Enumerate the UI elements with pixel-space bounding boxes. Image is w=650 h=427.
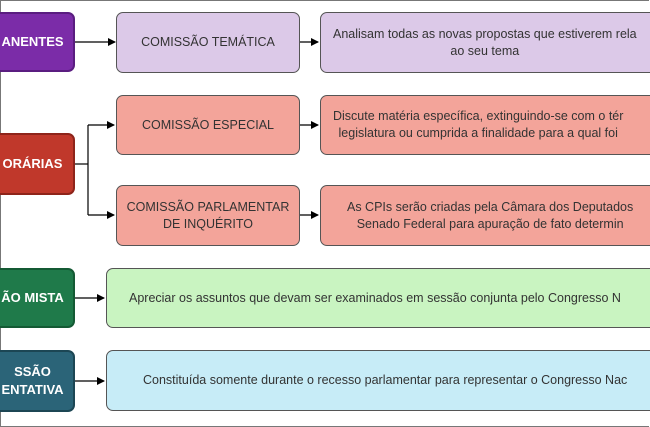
- description-cpi-text: As CPIs serão criadas pela Câmara dos De…: [347, 199, 634, 231]
- commission-especial-label: COMISSÃO ESPECIAL: [142, 117, 274, 132]
- category-mista-label: ÃO MISTA: [1, 290, 64, 305]
- description-cpi: As CPIs serão criadas pela Câmara dos De…: [320, 185, 650, 246]
- description-especial: Discute matéria específica, extinguindo-…: [320, 95, 650, 155]
- category-representativa: SSÃO ENTATIVA: [0, 350, 75, 412]
- category-temporarias-label: ORÁRIAS: [2, 156, 63, 171]
- description-mista: Apreciar os assuntos que devam ser exami…: [106, 268, 650, 328]
- description-representativa: Constituída somente durante o recesso pa…: [106, 350, 650, 411]
- commission-tematica: COMISSÃO TEMÁTICA: [116, 12, 300, 73]
- category-mista: ÃO MISTA: [0, 268, 75, 328]
- category-permanentes: ANENTES: [0, 12, 75, 72]
- category-temporarias: ORÁRIAS: [0, 133, 75, 195]
- description-mista-text: Apreciar os assuntos que devam ser exami…: [129, 290, 621, 305]
- category-permanentes-label: ANENTES: [1, 34, 64, 49]
- commission-cpi-label: COMISSÃO PARLAMENTAR DE INQUÉRITO: [126, 199, 290, 231]
- commission-especial: COMISSÃO ESPECIAL: [116, 95, 300, 155]
- description-representativa-text: Constituída somente durante o recesso pa…: [143, 373, 628, 387]
- commission-cpi: COMISSÃO PARLAMENTAR DE INQUÉRITO: [116, 185, 300, 246]
- category-representativa-label: SSÃO ENTATIVA: [1, 364, 64, 397]
- description-tematica-text: Analisam todas as novas propostas que es…: [333, 26, 637, 58]
- description-tematica: Analisam todas as novas propostas que es…: [320, 12, 650, 73]
- commission-tematica-label: COMISSÃO TEMÁTICA: [141, 35, 275, 49]
- description-especial-text: Discute matéria específica, extinguindo-…: [333, 109, 624, 140]
